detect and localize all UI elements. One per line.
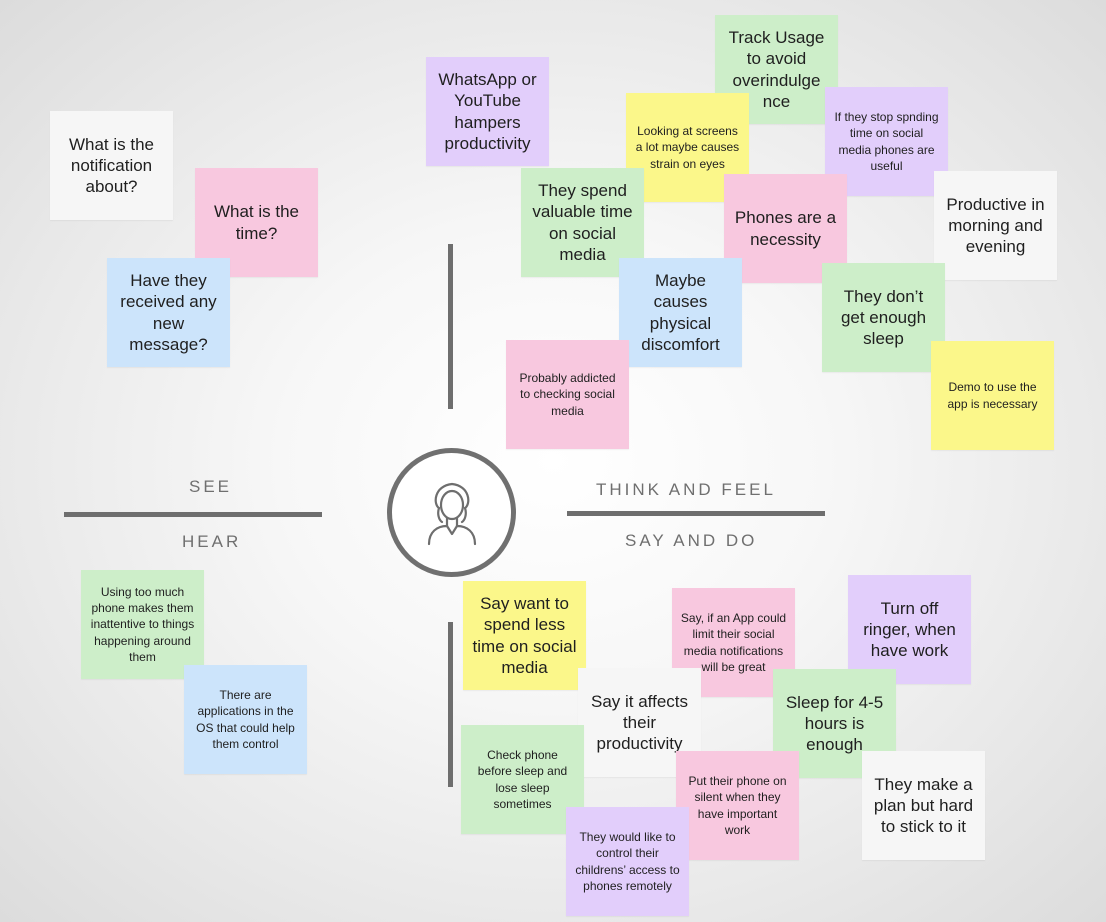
divider-right-horizontal [567, 511, 825, 516]
sticky-note-think-7[interactable]: Productive in morning and evening [934, 171, 1057, 280]
sticky-note-see-1[interactable]: What is the notification about? [50, 111, 173, 220]
sticky-note-think-2[interactable]: Track Usage to avoid overindulge nce [715, 15, 838, 124]
sticky-note-hear-1[interactable]: Using too much phone makes them inattent… [81, 570, 204, 679]
sticky-note-think-8[interactable]: Maybe causes physical discomfort [619, 258, 742, 367]
label-think-and-feel: THINK AND FEEL [596, 480, 776, 499]
sticky-note-think-9[interactable]: They don’t get enough sleep [822, 263, 945, 372]
sticky-note-say-7[interactable]: Put their phone on silent when they have… [676, 751, 799, 860]
sticky-note-think-11[interactable]: Demo to use the app is necessary [931, 341, 1054, 450]
sticky-note-hear-2[interactable]: There are applications in the OS that co… [184, 665, 307, 774]
divider-top-vertical [448, 244, 453, 409]
sticky-note-say-9[interactable]: They would like to control their childre… [566, 807, 689, 916]
divider-left-horizontal [64, 512, 322, 517]
sticky-note-say-8[interactable]: They make a plan but hard to stick to it [862, 751, 985, 860]
sticky-note-say-3[interactable]: Turn off ringer, when have work [848, 575, 971, 684]
sticky-note-think-10[interactable]: Probably addicted to checking social med… [506, 340, 629, 449]
sticky-note-think-1[interactable]: WhatsApp or YouTube hampers productivity [426, 57, 549, 166]
sticky-note-say-1[interactable]: Say want to spend less time on social me… [463, 581, 586, 690]
persona-avatar [387, 448, 516, 577]
sticky-note-think-6[interactable]: Phones are a necessity [724, 174, 847, 283]
label-see: SEE [189, 477, 233, 496]
sticky-note-say-6[interactable]: Check phone before sleep and lose sleep … [461, 725, 584, 834]
user-avatar-icon [427, 482, 476, 545]
sticky-note-see-3[interactable]: Have they received any new message? [107, 258, 230, 367]
label-say-and-do: SAY AND DO [625, 531, 758, 550]
divider-bottom-vertical [448, 622, 453, 787]
label-hear: HEAR [182, 532, 242, 551]
